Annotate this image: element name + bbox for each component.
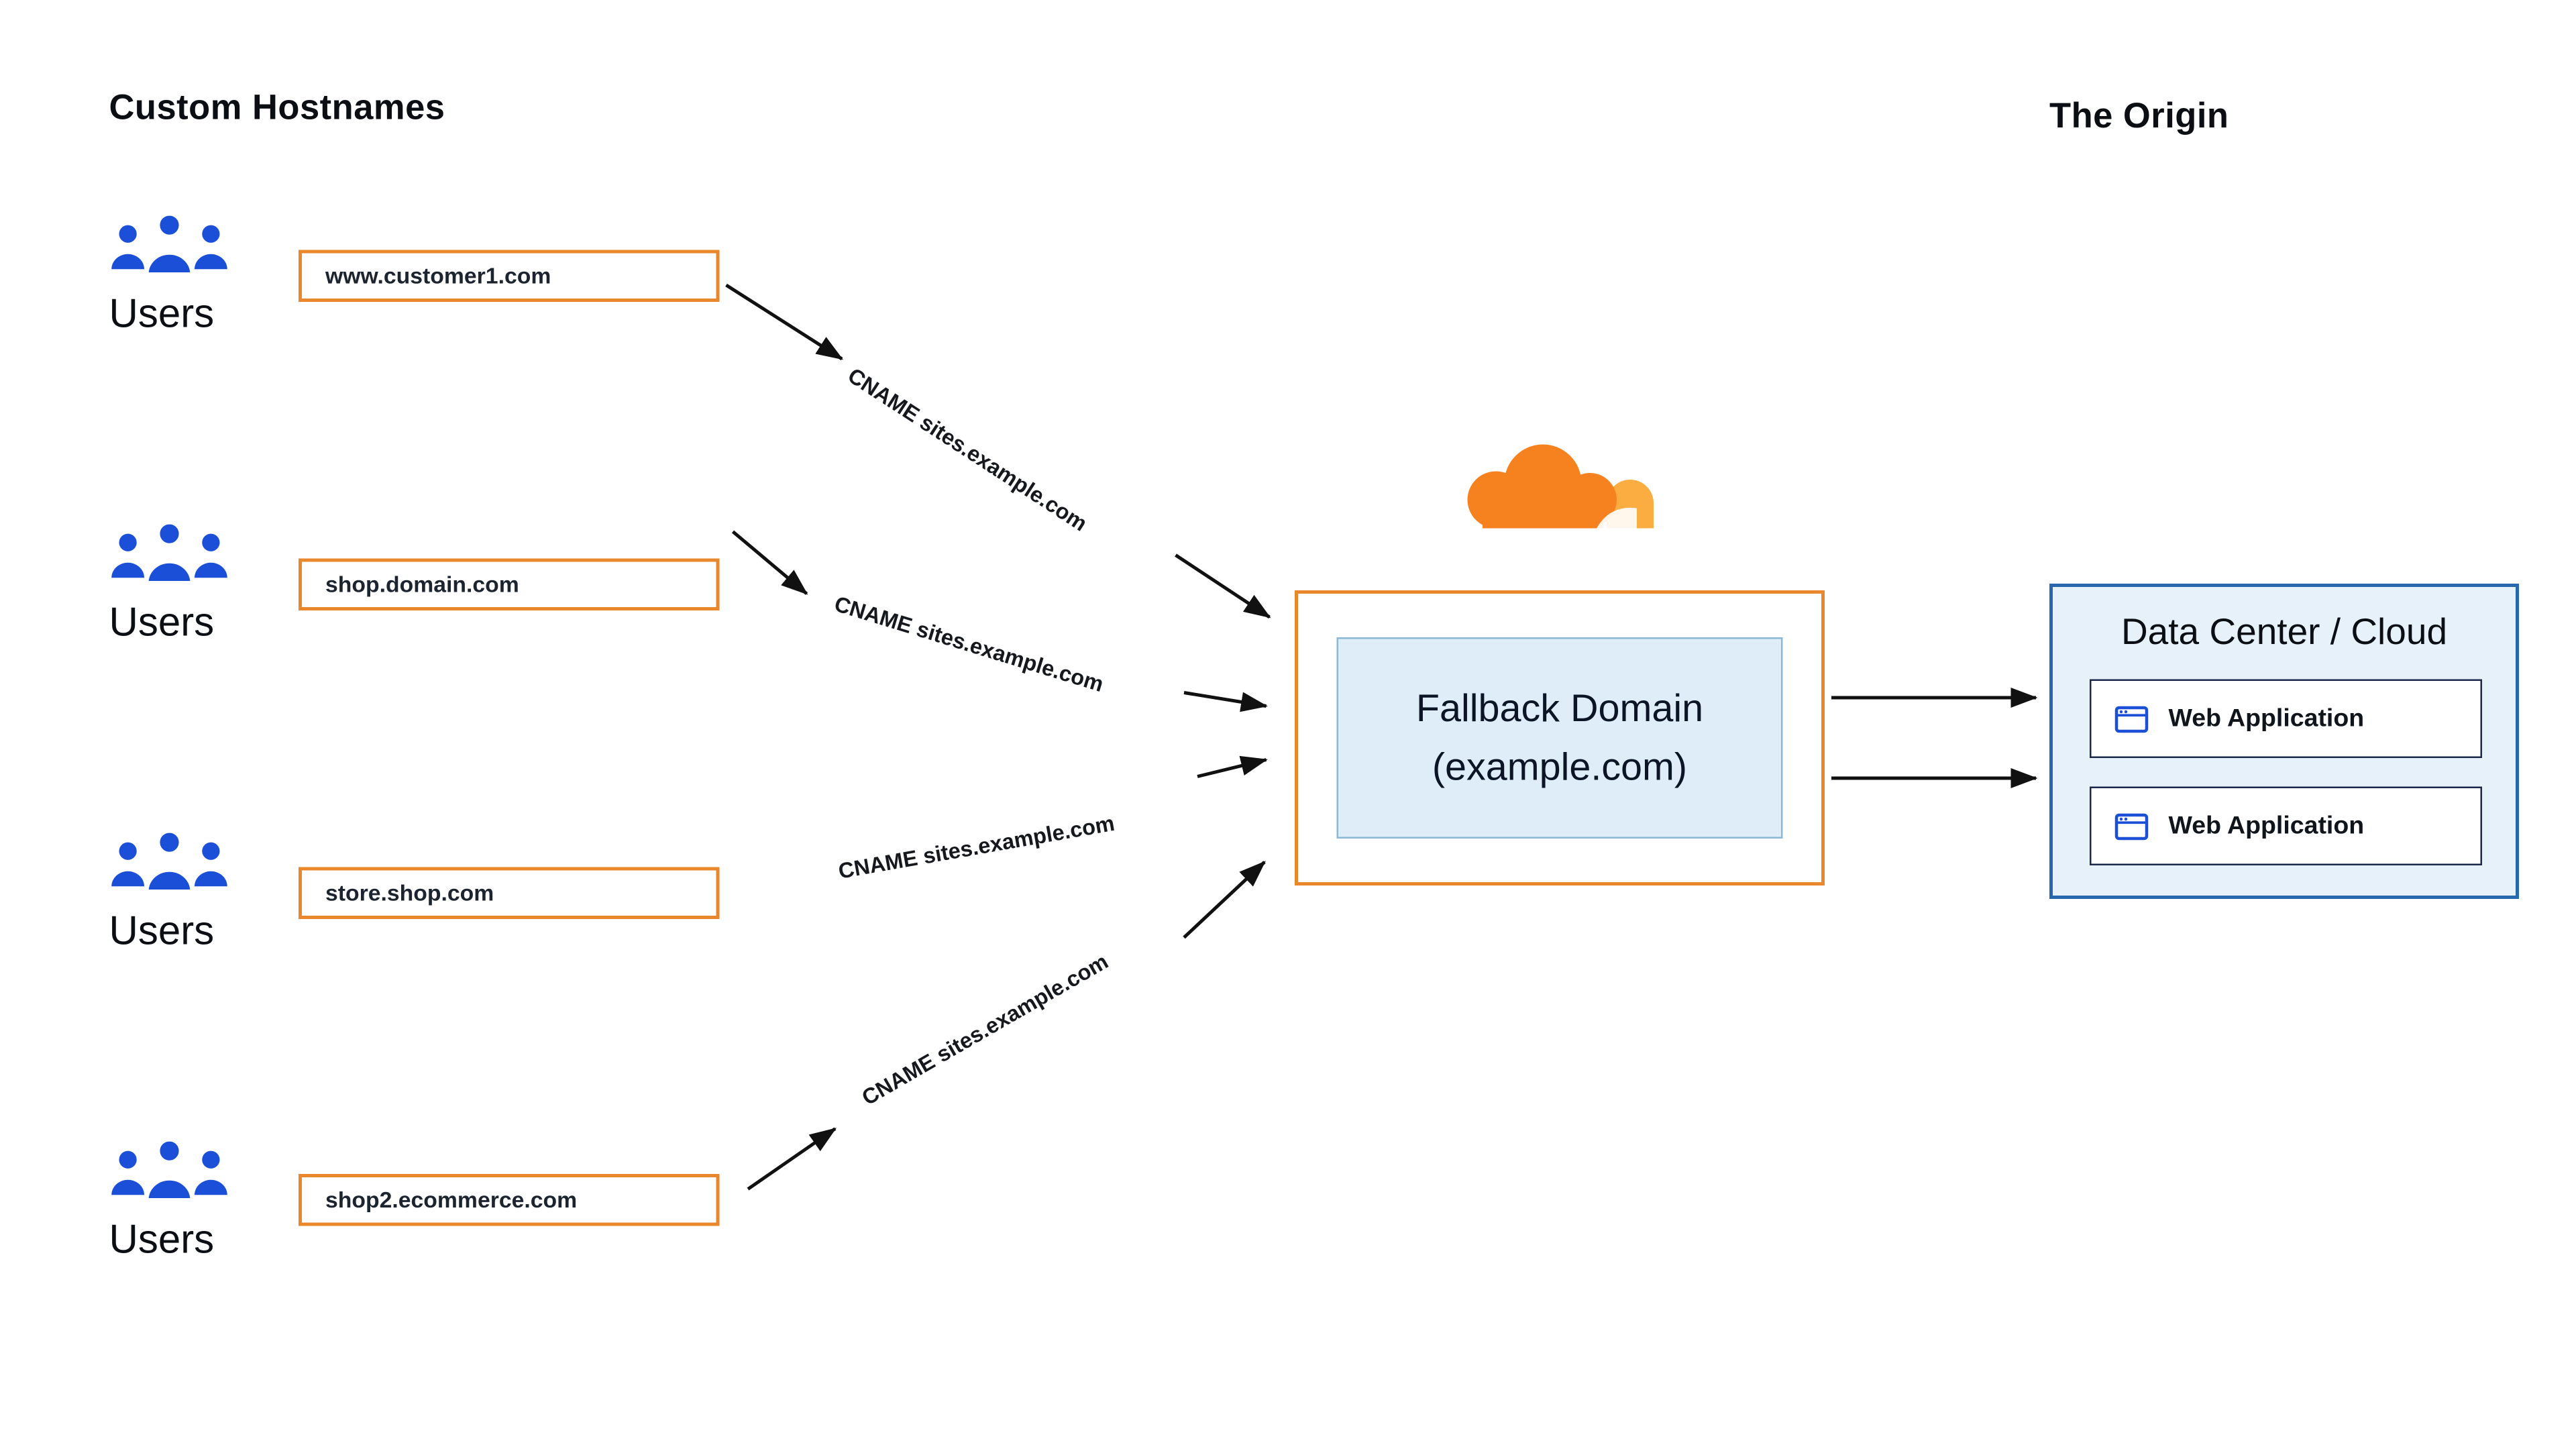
cloudflare-logo — [1467, 444, 1654, 529]
users-label: Users — [109, 1218, 215, 1263]
custom-hostnames-title: Custom Hostnames — [109, 89, 445, 128]
users-icon — [111, 211, 227, 276]
fallback-domain-line1: Fallback Domain — [1415, 686, 1704, 731]
users-icon — [111, 1137, 227, 1202]
hostname-label: shop2.ecommerce.com — [325, 1187, 578, 1213]
users-label: Users — [109, 909, 215, 955]
fallback-domain-inner-box: Fallback Domain (example.com) — [1336, 637, 1783, 839]
hostname-label: shop.domain.com — [325, 572, 519, 598]
hostname-label: www.customer1.com — [325, 263, 551, 289]
user-group-4: Users — [109, 1132, 294, 1265]
arrow-row1-lead — [725, 283, 844, 361]
arrow-row2-lead — [731, 530, 808, 595]
hostname-box-4: shop2.ecommerce.com — [299, 1174, 720, 1226]
users-icon — [111, 520, 227, 585]
users-label: Users — [109, 600, 215, 646]
web-application-label: Web Application — [2168, 812, 2365, 841]
fallback-domain-line2: (example.com) — [1432, 745, 1688, 788]
hostname-box-2: shop.domain.com — [299, 558, 720, 610]
fallback-domain-outer-box: Fallback Domain (example.com) — [1295, 590, 1825, 885]
cname-label-2: CNAME sites.example.com — [831, 590, 1107, 697]
web-application-row-1: Web Application — [2090, 679, 2482, 758]
origin-title: The Origin — [2049, 97, 2229, 136]
arrow-row4-trail — [1183, 861, 1266, 939]
user-group-1: Users — [109, 207, 294, 339]
arrow-row3-trail — [1197, 755, 1268, 778]
browser-window-icon — [2114, 705, 2149, 732]
users-icon — [111, 828, 227, 894]
hostname-box-3: store.shop.com — [299, 867, 720, 919]
data-center-box: Data Center / Cloud Web Application Web … — [2049, 584, 2519, 899]
browser-window-icon — [2114, 812, 2149, 839]
hostname-label: store.shop.com — [325, 880, 494, 906]
user-group-3: Users — [109, 824, 294, 957]
cname-label-1: CNAME sites.example.com — [843, 362, 1092, 537]
arrow-row2-trail — [1183, 691, 1268, 712]
web-application-label: Web Application — [2168, 704, 2365, 733]
cname-label-4: CNAME sites.example.com — [857, 948, 1113, 1110]
cname-label-3: CNAME sites.example.com — [836, 810, 1117, 884]
web-application-row-2: Web Application — [2090, 786, 2482, 865]
arrow-row1-trail — [1175, 553, 1271, 619]
arrow-row4-lead — [747, 1127, 837, 1191]
users-label: Users — [109, 292, 215, 337]
data-center-title: Data Center / Cloud — [2121, 610, 2448, 653]
hostname-box-1: www.customer1.com — [299, 250, 720, 302]
user-group-2: Users — [109, 515, 294, 648]
